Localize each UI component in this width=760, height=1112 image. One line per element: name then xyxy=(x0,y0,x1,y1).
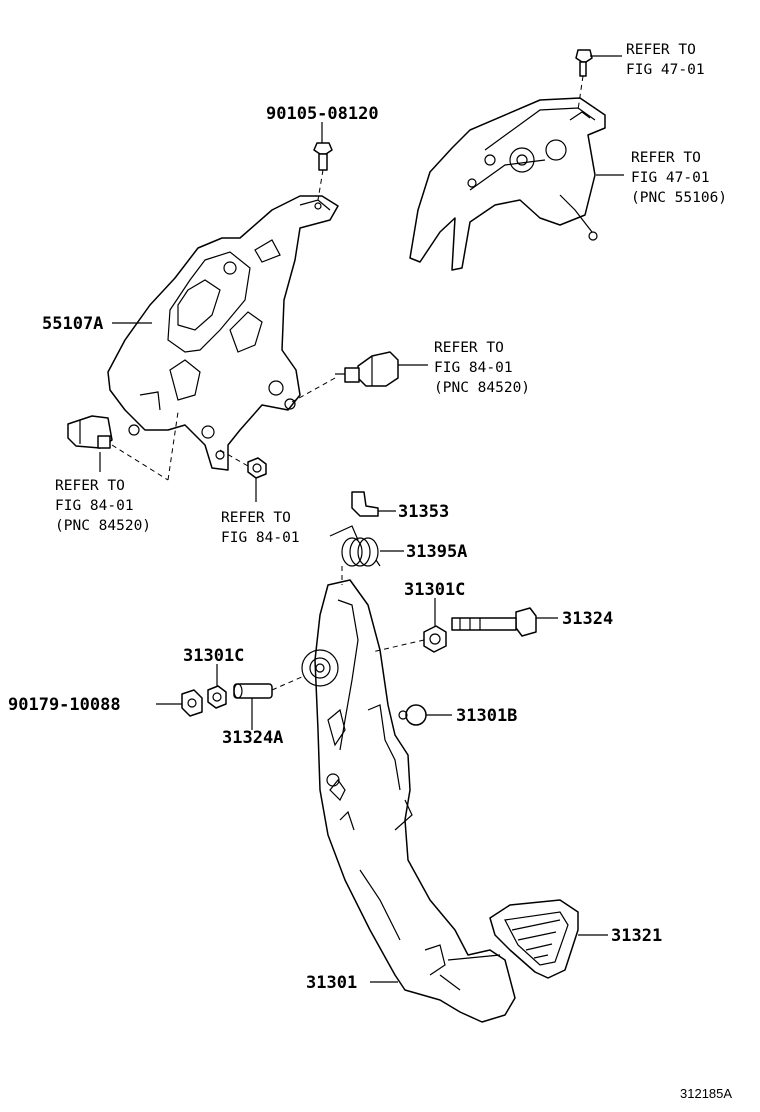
ref-top-right-bolt: REFER TO FIG 47-01 xyxy=(626,42,705,78)
clip-31353 xyxy=(351,491,379,517)
collar-sleeve-31324A xyxy=(233,683,273,699)
collar-31301C-right xyxy=(423,625,447,653)
label-90179-10088: 90179-10088 xyxy=(8,695,121,715)
ref-line: FIG 47-01 xyxy=(626,62,705,78)
label-31321: 31321 xyxy=(611,926,662,946)
collar-31301C-left xyxy=(207,685,227,709)
brake-pedal-arm-31301 xyxy=(301,579,516,1023)
ref-line: FIG 84-01 xyxy=(221,530,300,546)
ref-left-sensor: REFER TO FIG 84-01 (PNC 84520) xyxy=(55,478,151,534)
bracket-nut xyxy=(219,449,267,479)
ref-line: REFER TO xyxy=(434,340,504,356)
bushing-31301B xyxy=(398,704,427,726)
ref-line: FIG 84-01 xyxy=(55,498,134,514)
ref-line: REFER TO xyxy=(626,42,696,58)
bracket-bolt-90105-08120 xyxy=(313,142,333,201)
label-31301: 31301 xyxy=(306,973,357,993)
pivot-bolt-31324 xyxy=(451,607,537,637)
label-31353: 31353 xyxy=(398,502,449,522)
pedal-nut-90179-10088 xyxy=(181,689,203,717)
stop-lamp-switch xyxy=(291,351,399,403)
ref-line: (PNC 84520) xyxy=(434,380,530,396)
ref-line: REFER TO xyxy=(55,478,125,494)
label-31301C-left: 31301C xyxy=(183,646,244,666)
label-31395A: 31395A xyxy=(406,542,467,562)
pedal-pad-31321 xyxy=(489,899,579,979)
diagram-code: 312185A xyxy=(680,1086,732,1101)
ref-line: (PNC 84520) xyxy=(55,518,151,534)
ref-line: FIG 84-01 xyxy=(434,360,513,376)
return-spring-31395A xyxy=(329,525,381,585)
upper-bracket-55106 xyxy=(409,97,606,271)
upper-bolt xyxy=(575,49,593,111)
ref-line: (PNC 55106) xyxy=(631,190,727,206)
pedal-support-bracket-55107A xyxy=(107,195,339,471)
label-90105-08120: 90105-08120 xyxy=(266,104,379,124)
ref-line: REFER TO xyxy=(631,150,701,166)
label-31324A: 31324A xyxy=(222,728,283,748)
ref-line: REFER TO xyxy=(221,510,291,526)
pedal-sensor xyxy=(67,411,179,481)
label-55107A: 55107A xyxy=(42,314,103,334)
label-31324: 31324 xyxy=(562,609,613,629)
label-31301B: 31301B xyxy=(456,706,517,726)
ref-top-right-bracket: REFER TO FIG 47-01 (PNC 55106) xyxy=(631,150,727,206)
ref-line: FIG 47-01 xyxy=(631,170,710,186)
label-31301C-right: 31301C xyxy=(404,580,465,600)
ref-stop-switch: REFER TO FIG 84-01 (PNC 84520) xyxy=(434,340,530,396)
ref-nut: REFER TO FIG 84-01 xyxy=(221,510,300,546)
